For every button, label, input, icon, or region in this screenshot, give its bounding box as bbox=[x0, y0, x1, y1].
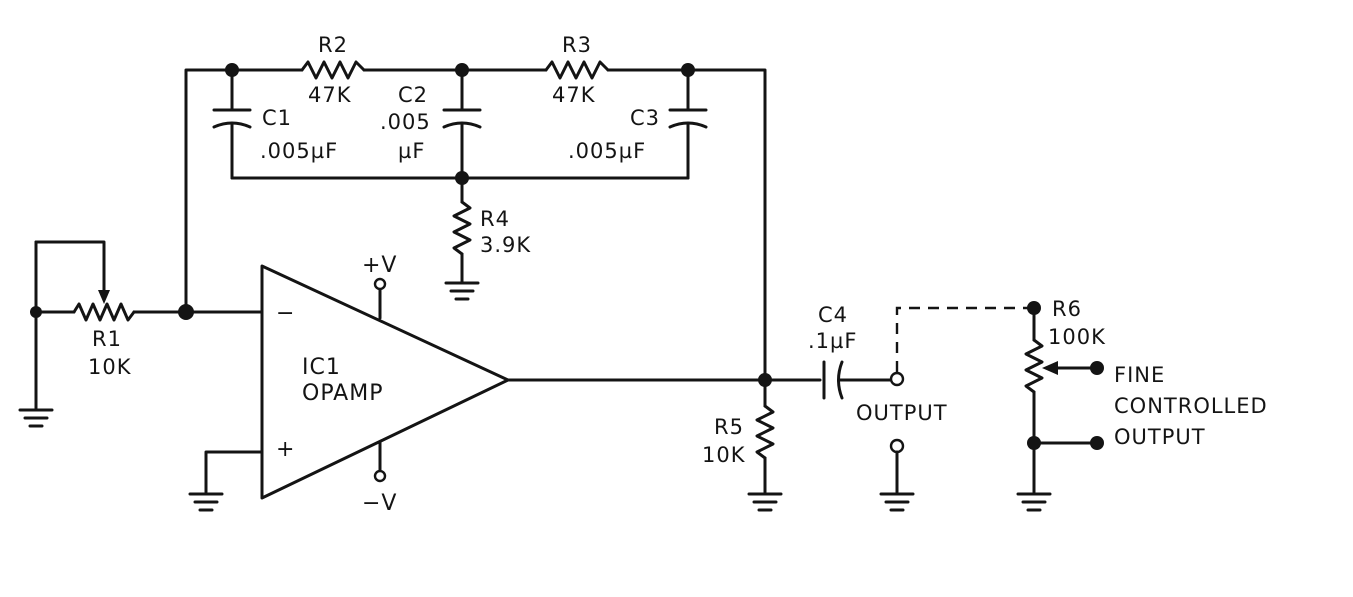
r2-value: 47K bbox=[308, 83, 352, 107]
c2-value-line2: µF bbox=[398, 139, 425, 163]
positive-supply-label: +V bbox=[362, 253, 397, 278]
fine-output-label-line1: FINE bbox=[1114, 363, 1165, 387]
negative-supply-label: −V bbox=[362, 491, 397, 516]
output-terminal-bottom bbox=[889, 438, 905, 454]
junction-dots bbox=[30, 63, 1104, 450]
fine-output-terminal-bottom bbox=[1090, 436, 1104, 450]
c3-value: .005µF bbox=[568, 139, 646, 163]
ic1-label: IC1 bbox=[302, 355, 341, 380]
r4-value: 3.9K bbox=[480, 233, 531, 257]
r5-label: R5 bbox=[714, 415, 744, 439]
junction-dot bbox=[1027, 436, 1041, 450]
junction-dot bbox=[225, 63, 239, 77]
r3-label: R3 bbox=[562, 33, 592, 57]
junction-dot bbox=[178, 304, 194, 320]
dashed-link-to-r6 bbox=[895, 306, 1034, 372]
feedback-network bbox=[184, 68, 767, 382]
r3-value: 47K bbox=[552, 83, 596, 107]
inverting-input-sign: − bbox=[276, 301, 295, 326]
junction-dot bbox=[455, 63, 469, 77]
wire-noninverting-ground bbox=[204, 450, 264, 494]
c2-label: C2 bbox=[398, 83, 428, 107]
capacitor-c1 bbox=[212, 108, 252, 129]
c4-label: C4 bbox=[818, 303, 848, 327]
r5-value: 10K bbox=[702, 443, 746, 467]
output-label: OUTPUT bbox=[856, 401, 948, 425]
resistor-r5 bbox=[755, 378, 775, 494]
fine-output-label-line3: OUTPUT bbox=[1114, 425, 1206, 449]
c2-value-line1: .005 bbox=[380, 110, 431, 134]
ground-icon bbox=[747, 492, 783, 512]
resistor-r2 bbox=[300, 60, 366, 80]
ground-icon bbox=[18, 408, 54, 428]
r6-value: 100K bbox=[1048, 325, 1106, 349]
r6-label: R6 bbox=[1052, 297, 1082, 321]
ic1-type: OPAMP bbox=[302, 381, 383, 406]
r4-label: R4 bbox=[480, 207, 510, 231]
potentiometer-r1 bbox=[34, 240, 264, 410]
ground-icon bbox=[444, 281, 480, 301]
output-terminal-top bbox=[889, 371, 905, 387]
junction-dot bbox=[455, 171, 469, 185]
capacitor-c3 bbox=[668, 108, 708, 129]
r1-label: R1 bbox=[92, 327, 122, 351]
junction-dot bbox=[30, 306, 42, 318]
positive-supply-terminal bbox=[373, 277, 387, 291]
opamp-ic1 bbox=[260, 264, 510, 500]
ground-icon bbox=[188, 492, 224, 512]
fine-output-terminal-top bbox=[1090, 361, 1104, 375]
wire-top-right bbox=[606, 68, 767, 382]
capacitor-c2 bbox=[442, 108, 482, 129]
ground-icon bbox=[879, 492, 915, 512]
resistor-r4 bbox=[452, 176, 472, 284]
junction-dot bbox=[1027, 301, 1041, 315]
resistor-r3 bbox=[544, 60, 610, 80]
junction-dot bbox=[758, 373, 772, 387]
junction-dot bbox=[681, 63, 695, 77]
c1-label: C1 bbox=[262, 106, 292, 130]
c1-value: .005µF bbox=[260, 139, 338, 163]
fine-output-label-line2: CONTROLLED bbox=[1114, 394, 1268, 418]
wire-top-left bbox=[184, 68, 304, 312]
c4-value: .1µF bbox=[808, 329, 857, 353]
noninverting-input-sign: + bbox=[276, 437, 295, 462]
r1-value: 10K bbox=[88, 355, 132, 379]
ground-icon bbox=[1016, 492, 1052, 512]
c3-label: C3 bbox=[630, 106, 660, 130]
capacitor-c4 bbox=[822, 360, 893, 400]
r2-label: R2 bbox=[318, 33, 348, 57]
negative-supply-terminal bbox=[373, 469, 387, 483]
